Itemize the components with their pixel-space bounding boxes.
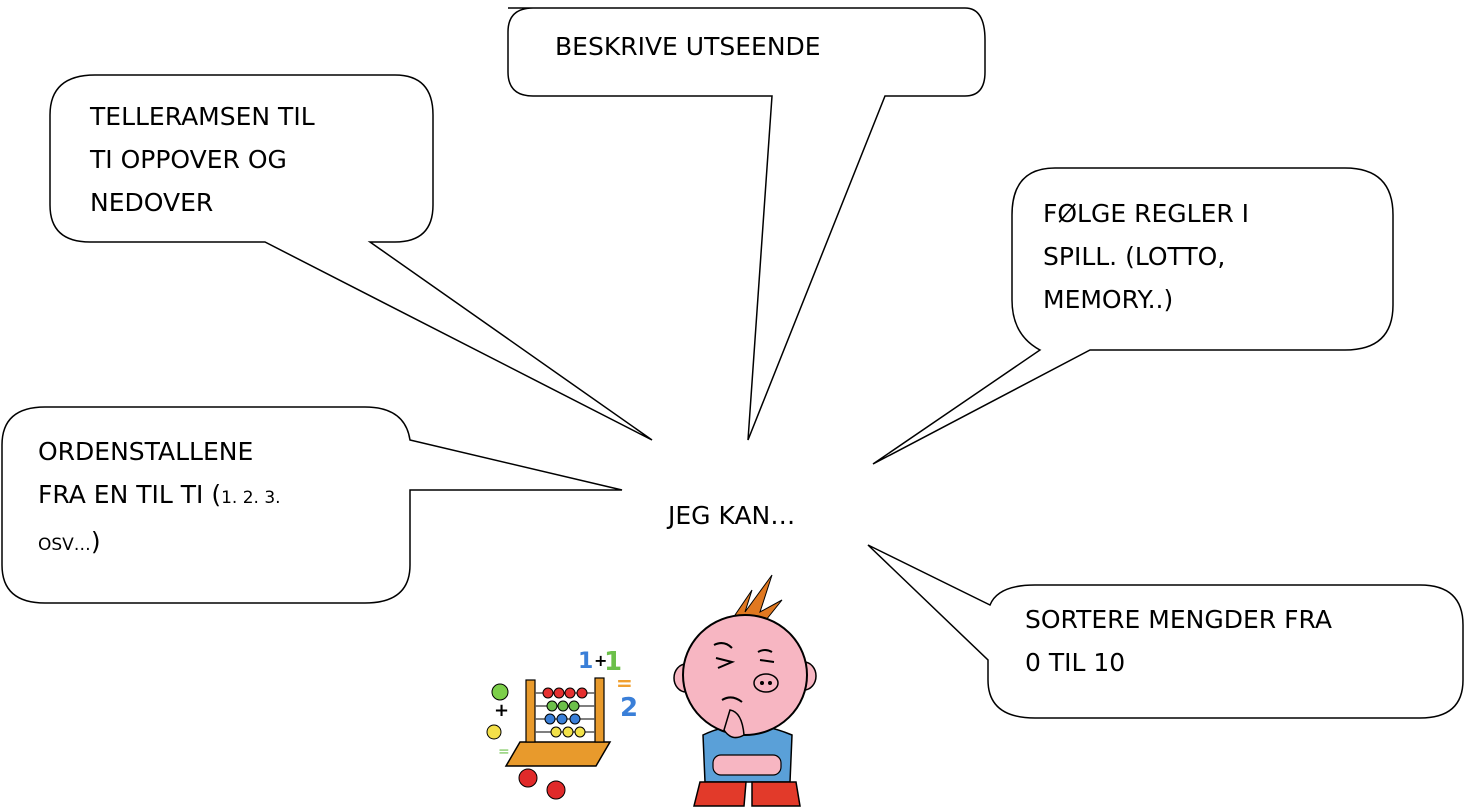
bubble-top-left-line-2: TI OPPOVER OG xyxy=(90,145,287,174)
bubble-top-left-line-1: TELLERAMSEN TIL xyxy=(90,102,315,131)
bubble-right-bottom-line-1: SORTERE MENGDER FRA xyxy=(1025,605,1332,634)
center-label: JEG KAN… xyxy=(668,501,796,530)
bubble-top-left-text: TELLERAMSEN TIL TI OPPOVER OG NEDOVER xyxy=(90,95,315,224)
bubble-right-top-text: FØLGE REGLER I SPILL. (LOTTO, MEMORY..) xyxy=(1043,192,1249,321)
bubble-right-top-line-2: SPILL. (LOTTO, xyxy=(1043,242,1226,271)
bubble-left-line-3-small: OSV… xyxy=(38,535,91,555)
bubble-right-top-line-3: MEMORY..) xyxy=(1043,285,1174,314)
abacus-illustration: + = 1 + 1 = 2 xyxy=(486,647,638,800)
bubble-top-left xyxy=(49,74,653,441)
thinking-boy-illustration xyxy=(673,574,817,807)
abacus-equals-sign: = xyxy=(498,744,510,760)
bubble-left-line-3-main: ) xyxy=(90,527,101,556)
abacus-base xyxy=(504,741,612,767)
apple-green xyxy=(491,683,509,701)
abacus-left-post xyxy=(525,679,536,743)
boy-mouth xyxy=(721,696,743,703)
equation-term-b: 1 xyxy=(604,647,622,677)
bubble-right-top-line-1: FØLGE REGLER I xyxy=(1043,199,1250,228)
bubble-top-left-line-3: NEDOVER xyxy=(90,188,214,217)
equation-equals: = xyxy=(616,671,633,695)
bubble-right-top xyxy=(872,167,1394,465)
boy-right-shoe xyxy=(751,781,801,807)
equation-term-a: 1 xyxy=(578,649,593,674)
equation-result: 2 xyxy=(620,693,638,723)
equation-operator: + xyxy=(594,651,607,670)
bubble-right-bottom-text: SORTERE MENGDER FRA 0 TIL 10 xyxy=(1025,598,1332,684)
boy-eyebrow-left xyxy=(713,642,733,649)
boy-hair xyxy=(734,574,783,621)
apple-red-2 xyxy=(546,780,566,800)
bubble-left xyxy=(1,406,623,604)
boy-hand xyxy=(723,709,745,739)
bubble-left-text: ORDENSTALLENE FRA EN TIL TI (1. 2. 3. OS… xyxy=(38,430,281,567)
bubble-left-line-2: FRA EN TIL TI (1. 2. 3. xyxy=(38,473,281,520)
abacus-plus-sign: + xyxy=(494,700,509,721)
boy-eye-left xyxy=(715,657,736,669)
bubble-right-bottom-line-2: 0 TIL 10 xyxy=(1025,648,1126,677)
bubble-left-line-2-main: FRA EN TIL TI ( xyxy=(38,480,222,509)
boy-head xyxy=(682,614,808,736)
bubble-left-line-1: ORDENSTALLENE xyxy=(38,437,254,466)
apple-red-1 xyxy=(518,768,538,788)
bubble-right-bottom xyxy=(867,544,1464,719)
boy-eye-right xyxy=(757,649,775,663)
bubble-left-line-2-small: 1. 2. 3. xyxy=(221,488,281,508)
boy-belt xyxy=(712,754,782,776)
boy-nose xyxy=(753,673,779,693)
abacus-right-post xyxy=(594,677,605,743)
bubble-left-line-3: OSV…) xyxy=(38,520,281,567)
boy-left-shoe xyxy=(693,781,747,807)
bubble-top-text: BESKRIVE UTSEENDE xyxy=(555,32,821,61)
apple-yellow xyxy=(486,724,502,740)
bubble-top xyxy=(507,7,986,441)
